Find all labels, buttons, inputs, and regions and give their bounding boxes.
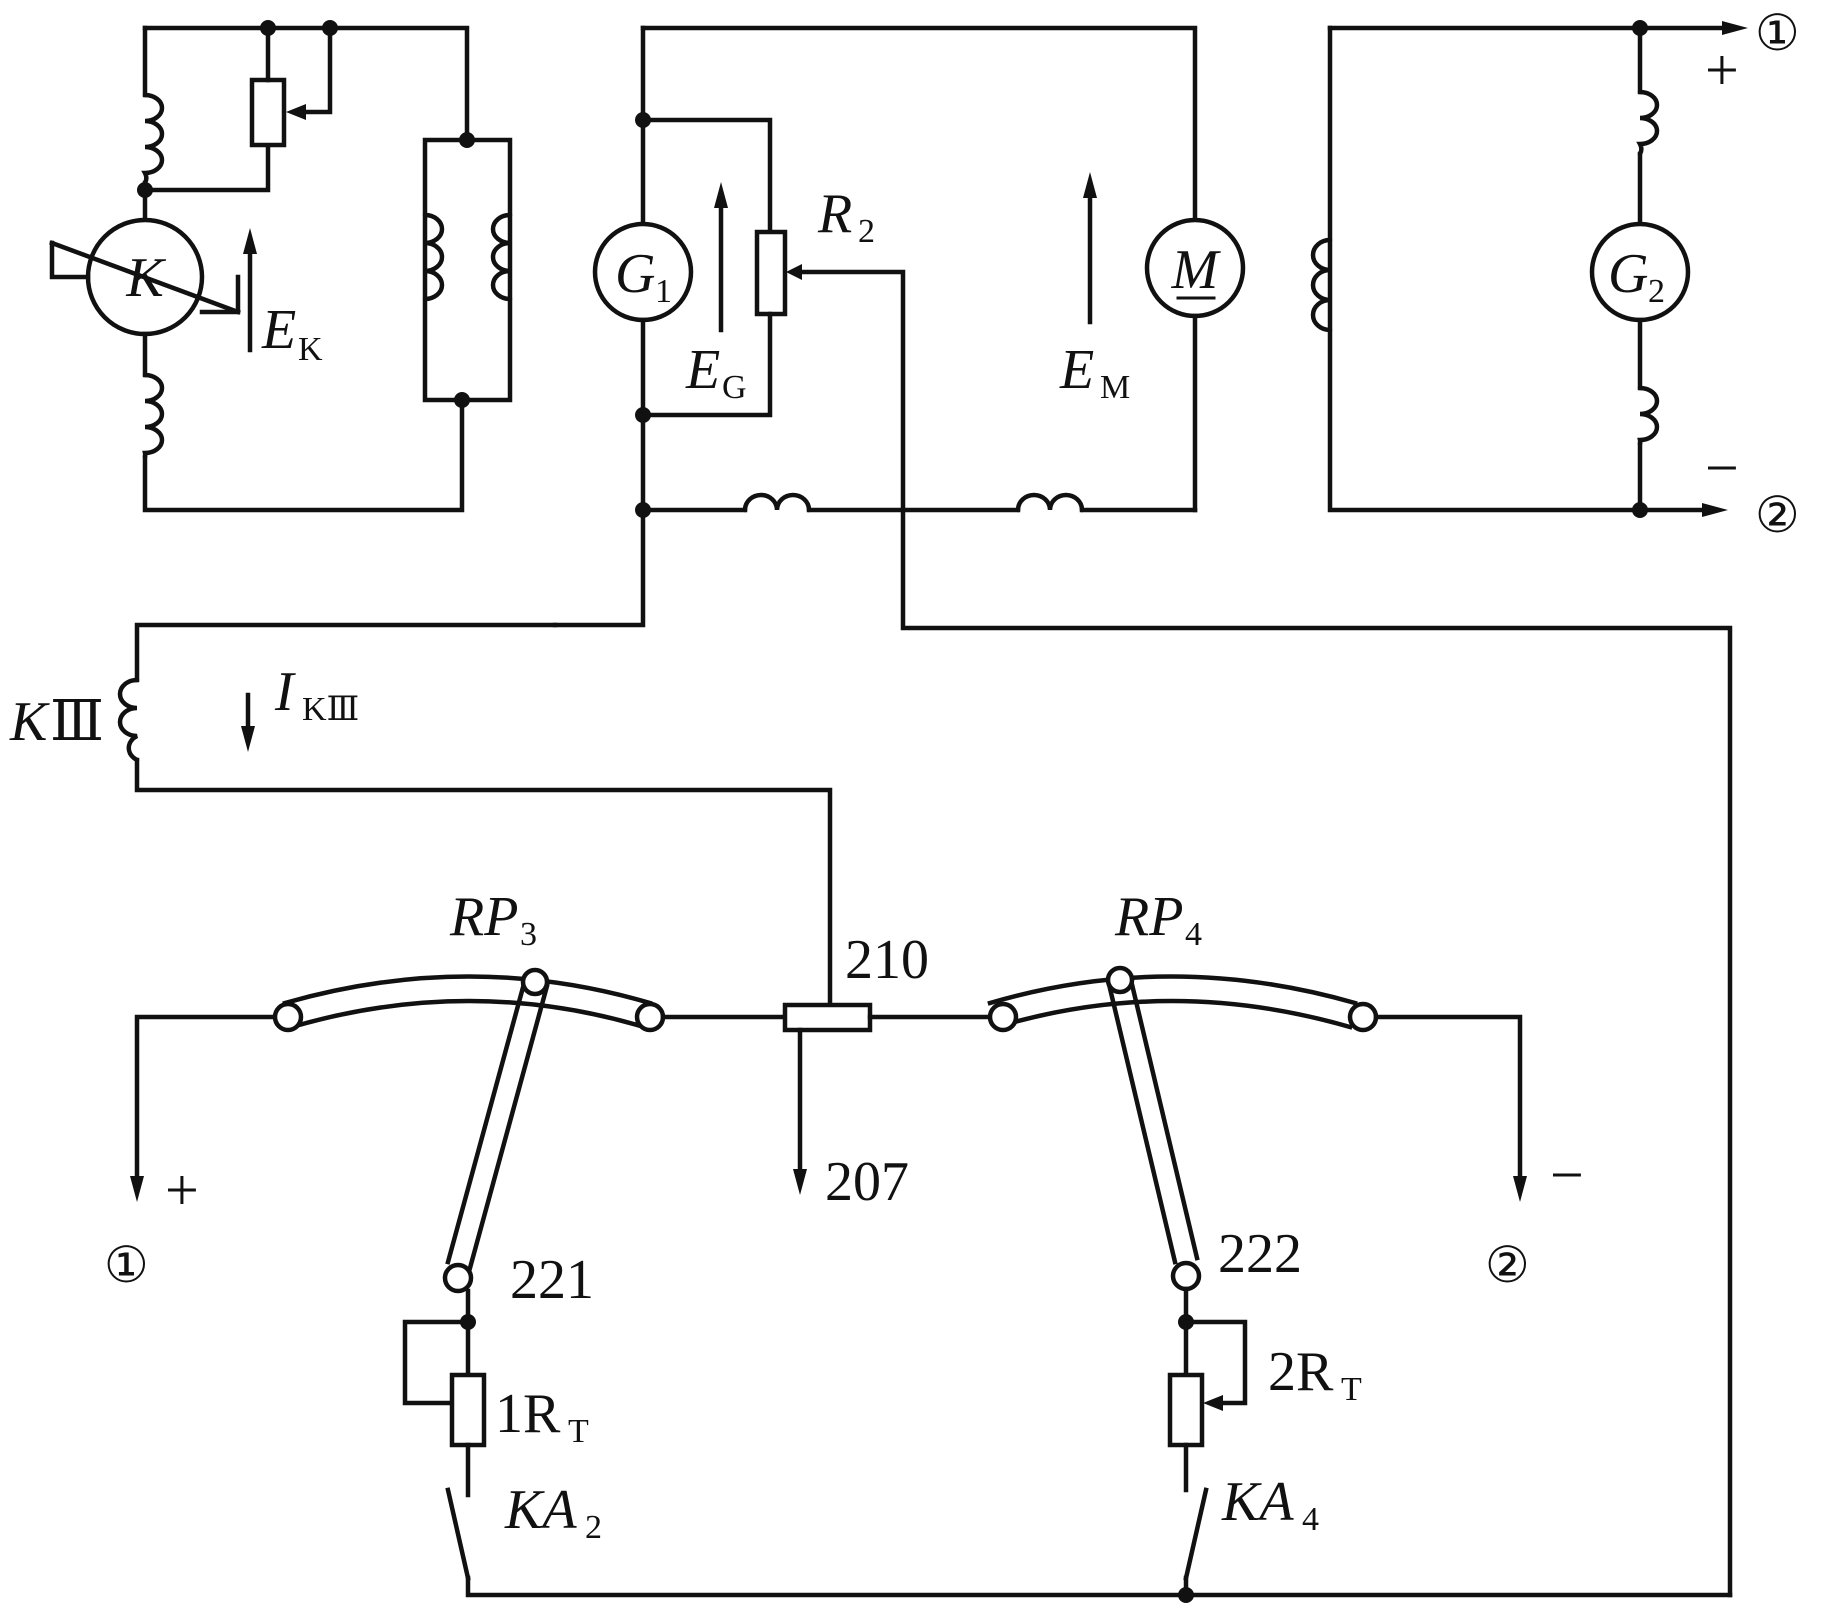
g1-label: G: [615, 243, 655, 305]
terminal-2-bottom: ②: [1485, 1236, 1530, 1294]
eg-subscript: G: [722, 369, 747, 406]
exciter-field-coil-right: [490, 212, 513, 302]
em-label: E: [1059, 339, 1094, 401]
rp3-end-left: [272, 1001, 304, 1033]
plus-bottom-sign: +: [165, 1157, 199, 1223]
m-label: M: [1171, 239, 1222, 301]
rp4-end-right: [1347, 1001, 1379, 1033]
loop-coil-right: [1015, 492, 1085, 513]
g2-field-coil: [1310, 237, 1333, 333]
minus-bottom-sign: −: [1550, 1142, 1584, 1208]
node-207-label: 207: [825, 1151, 909, 1213]
ka2-label: KA: [504, 1479, 577, 1541]
left-branch: 221 1R T KA 2: [402, 1249, 1733, 1598]
rt1-subscript: T: [568, 1413, 589, 1450]
node-210-label: 210: [845, 929, 929, 991]
contact-ka4: [1183, 1487, 1209, 1581]
rp3-pivot: [520, 967, 550, 997]
rp3-arc-inner: [289, 998, 647, 1030]
rp4-subscript: 4: [1185, 916, 1202, 953]
r2-subscript: 2: [858, 213, 875, 250]
rt2-label: 2R: [1268, 1341, 1334, 1403]
rp4-end-left: [987, 1001, 1019, 1033]
right-branch: 222 2R T KA 4: [1167, 1223, 1362, 1603]
ik3-subscript: KⅢ: [302, 691, 359, 728]
r2-label: R: [817, 183, 852, 245]
g2-series-coil-bottom: [1637, 385, 1660, 447]
rt1-label: 1R: [495, 1383, 561, 1445]
contact-ka2: [445, 1487, 471, 1581]
rp3-wiper-end: [442, 1262, 474, 1294]
rp4-wiper-end: [1170, 1260, 1202, 1292]
exciter-field-coil-left: [422, 212, 445, 302]
node-222-label: 222: [1218, 1223, 1302, 1285]
node-221-label: 221: [510, 1249, 594, 1311]
ka4-subscript: 4: [1302, 1501, 1319, 1538]
ek-subscript: K: [298, 331, 323, 368]
terminal-1-bottom: ①: [104, 1236, 149, 1294]
rheostat-bridge: + ① RP 3 210 207 RP 4: [104, 886, 1584, 1294]
ik3-label: I: [274, 661, 296, 723]
resistor-2rt: [1167, 1372, 1205, 1448]
g2-subscript: 2: [1648, 273, 1665, 310]
terminal-1-top: ①: [1755, 4, 1800, 62]
g1-subscript: 1: [655, 273, 672, 310]
exciter-circuit: K E K: [49, 20, 513, 513]
rp3-subscript: 3: [520, 916, 537, 953]
exciter-series-coil-top: [141, 92, 165, 186]
exciter-rheostat: [249, 77, 287, 148]
generator-motor-loop: G 1 R 2 E G E M M: [552, 25, 1733, 1598]
resistor-210: [782, 1002, 873, 1033]
ek-label: E: [261, 299, 296, 361]
k3-label: K: [9, 691, 50, 753]
terminal-2-top: ②: [1755, 486, 1800, 544]
rp3-end-right: [634, 1001, 666, 1033]
rp4-arc-outer: [987, 974, 1358, 1006]
exciter-series-coil-bottom: [142, 372, 165, 460]
rt2-subscript: T: [1341, 1371, 1362, 1408]
rp4-arc-inner: [994, 998, 1353, 1030]
rp3-arc-outer: [282, 974, 653, 1006]
resistor-1rt: [449, 1372, 487, 1448]
k3-control-coil: [117, 677, 140, 763]
minus-top-sign: −: [1705, 435, 1739, 501]
ka4-label: KA: [1221, 1471, 1294, 1533]
k3-roman: Ⅲ: [50, 691, 104, 753]
g2-label: G: [1608, 243, 1648, 305]
exciter-k-label: K: [125, 247, 166, 309]
plus-top-sign: +: [1705, 37, 1739, 103]
eg-label: E: [685, 339, 720, 401]
rp3-label: RP: [449, 886, 518, 948]
loop-coil-left: [742, 492, 812, 513]
rp4-pivot: [1105, 965, 1135, 995]
em-subscript: M: [1100, 369, 1130, 406]
generator-g2-circuit: G 2 + ① − ②: [1310, 4, 1800, 544]
rp4-label: RP: [1114, 886, 1183, 948]
g2-series-coil-top: [1636, 89, 1660, 157]
control-winding-circuit: K Ⅲ I KⅢ: [9, 622, 833, 1011]
ka2-subscript: 2: [585, 1509, 602, 1546]
resistor-r2: [754, 229, 788, 317]
